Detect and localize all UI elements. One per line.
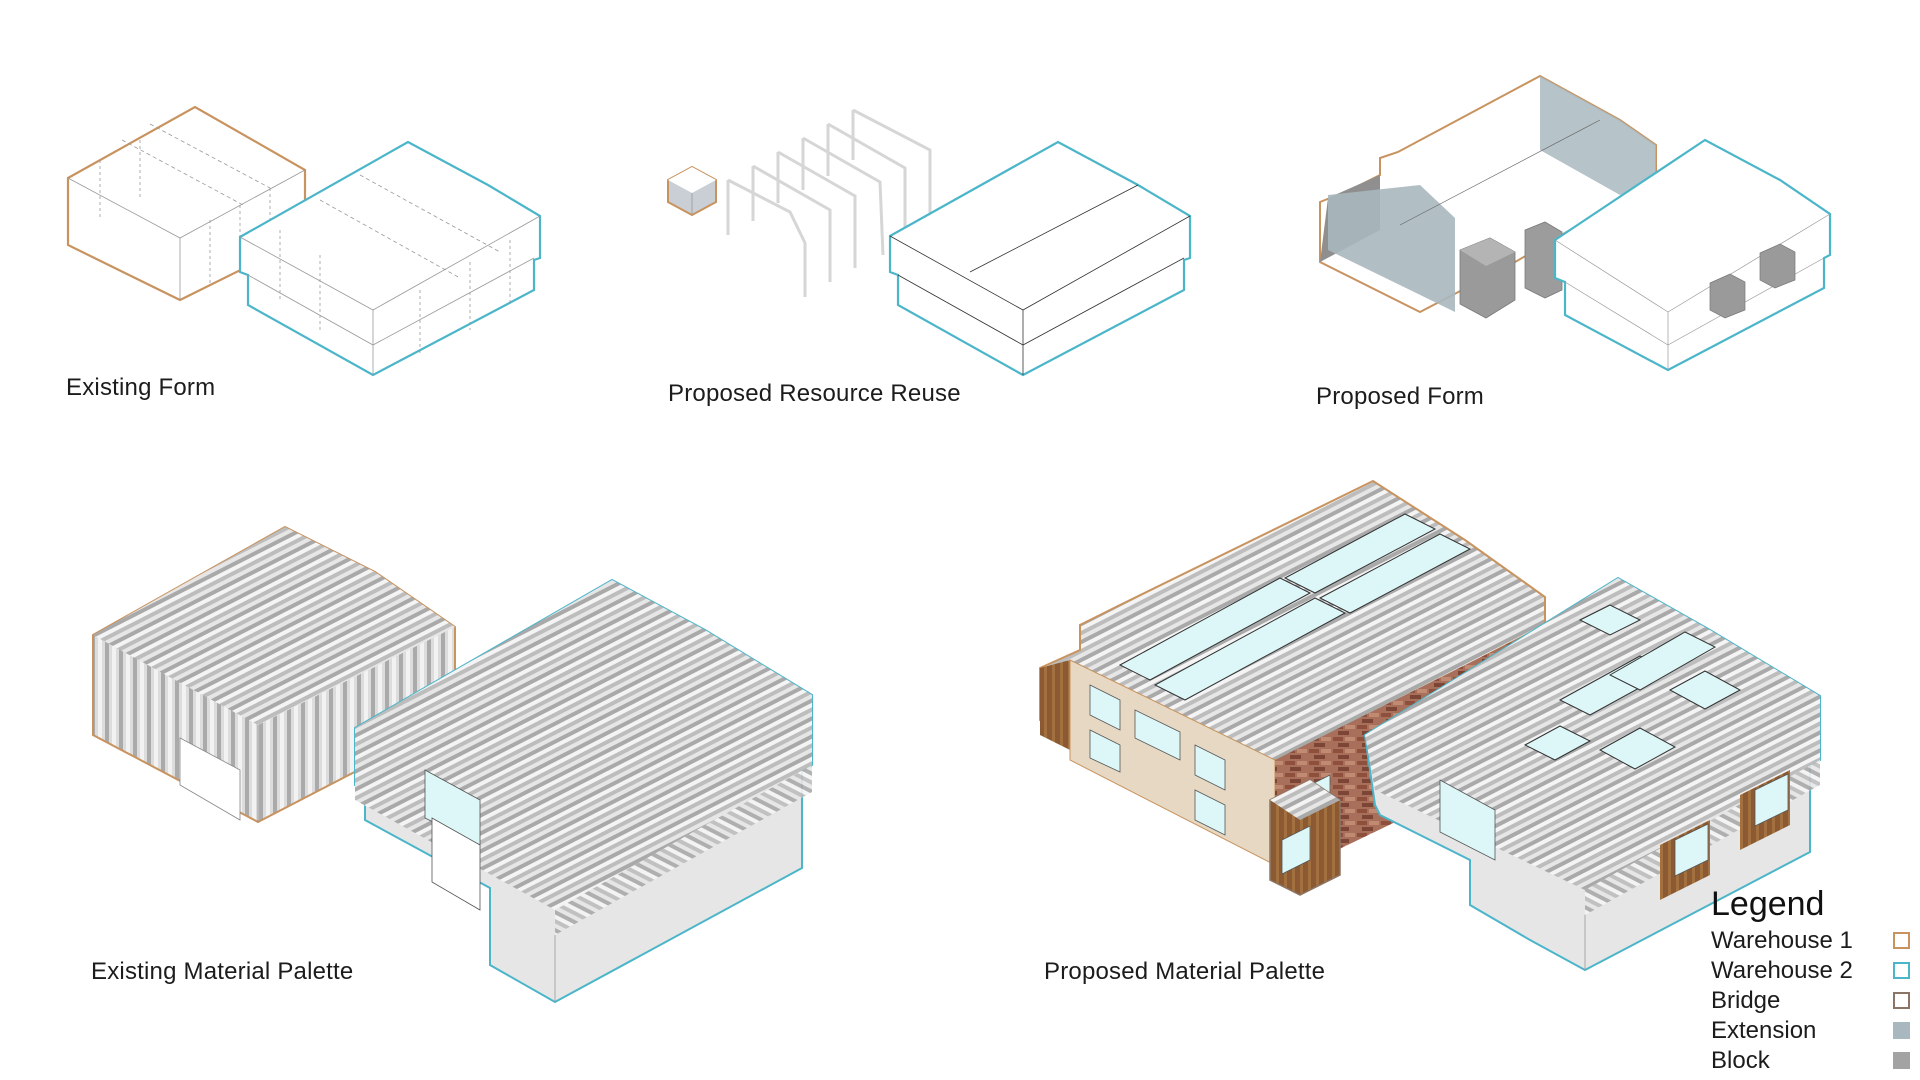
proposed-material-palette-drawing <box>1039 479 1821 972</box>
legend-item-bridge: Bridge <box>1711 986 1916 1016</box>
existing-material-palette-drawing <box>92 525 813 1004</box>
dormer-windows <box>1660 770 1790 900</box>
legend-label: Bridge <box>1711 987 1781 1014</box>
legend-label: Extension <box>1711 1017 1817 1044</box>
rooflights-warehouse-2 <box>1523 604 1742 770</box>
warehouse-2-retained <box>888 140 1192 377</box>
panel-proposed-resource-reuse: Proposed Resource Reuse <box>640 0 1240 420</box>
warehouse-2-proposed <box>1363 576 1821 972</box>
warehouse-2-clad <box>354 578 813 1004</box>
extension-swatch-icon <box>1893 1022 1910 1039</box>
reused-portal-frames <box>726 108 932 297</box>
caption-existing-material-palette: Existing Material Palette <box>91 958 354 985</box>
reused-block-icon <box>667 165 717 217</box>
caption-proposed-material-palette: Proposed Material Palette <box>1044 958 1326 985</box>
warehouse-2-wireframe <box>238 140 542 377</box>
block-pods <box>1709 243 1796 319</box>
legend-label: Warehouse 1 <box>1711 927 1853 954</box>
bridge-link <box>1269 779 1341 896</box>
legend-item-warehouse-2: Warehouse 2 <box>1711 956 1916 986</box>
legend-item-extension: Extension <box>1711 1016 1916 1046</box>
rooflights-warehouse-1 <box>1118 513 1472 701</box>
legend-item-warehouse-1: Warehouse 1 <box>1711 926 1916 956</box>
warehouse-1-swatch-icon <box>1893 932 1910 949</box>
panel-proposed-form: Proposed Form <box>1300 0 1900 420</box>
bridge-swatch-icon <box>1893 992 1910 1009</box>
block-swatch-icon <box>1893 1052 1910 1069</box>
panel-proposed-material-palette: Proposed Material Palette <box>1020 460 1870 1010</box>
caption-proposed-resource-reuse: Proposed Resource Reuse <box>668 380 961 407</box>
caption-existing-form: Existing Form <box>66 374 216 401</box>
proposed-resource-reuse-drawing <box>667 108 1192 377</box>
legend-label: Warehouse 2 <box>1711 957 1853 984</box>
warehouse-1-extended <box>1319 74 1657 314</box>
block-entrance <box>1459 237 1516 319</box>
warehouse-2-form <box>1553 138 1832 372</box>
caption-proposed-form: Proposed Form <box>1316 383 1484 410</box>
existing-form-drawing <box>66 105 542 377</box>
legend-label: Block <box>1711 1047 1770 1074</box>
warehouse-2-swatch-icon <box>1893 962 1910 979</box>
proposed-form-drawing <box>1319 74 1832 372</box>
legend-item-block: Block <box>1711 1046 1916 1076</box>
panel-existing-form: Existing Form <box>0 0 560 420</box>
panel-existing-material-palette: Existing Material Palette <box>0 470 860 1010</box>
legend-title: Legend <box>1711 885 1825 923</box>
bridge-block <box>1524 221 1563 299</box>
legend: Legend Warehouse 1 Warehouse 2 Bridge Ex… <box>1711 884 1916 1076</box>
